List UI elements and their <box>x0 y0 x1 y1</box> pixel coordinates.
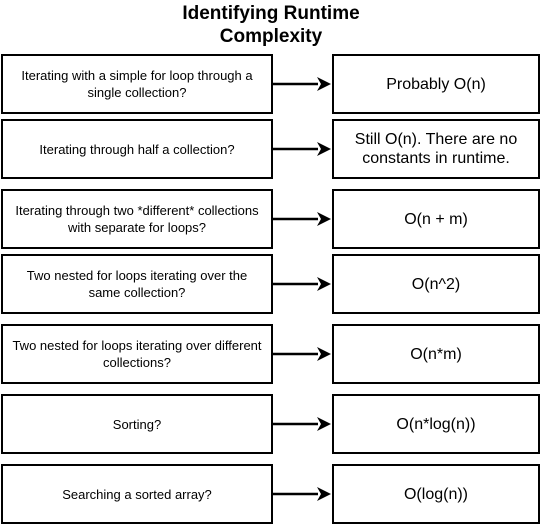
question-box: Two nested for loops iterating over diff… <box>1 324 273 384</box>
row-5: Two nested for loops iterating over diff… <box>0 324 542 384</box>
answer-box: Probably O(n) <box>332 54 540 114</box>
answer-box: O(log(n)) <box>332 464 540 524</box>
arrow-right-icon <box>273 212 331 226</box>
arrow-right-icon <box>273 487 331 501</box>
question-box: Searching a sorted array? <box>1 464 273 524</box>
row-2: Iterating through half a collection? Sti… <box>0 119 542 179</box>
question-box: Iterating through half a collection? <box>1 119 273 179</box>
question-box: Iterating with a simple for loop through… <box>1 54 273 114</box>
answer-box: O(n + m) <box>332 189 540 249</box>
row-7: Searching a sorted array? O(log(n)) <box>0 464 542 524</box>
arrow-right-icon <box>273 347 331 361</box>
answer-box: O(n*log(n)) <box>332 394 540 454</box>
arrow-right-icon <box>273 142 331 156</box>
arrow-right-icon <box>273 77 331 91</box>
arrow-right-icon <box>273 277 331 291</box>
row-3: Iterating through two *different* collec… <box>0 189 542 249</box>
title-line-2: Complexity <box>219 26 323 47</box>
title-line-1: Identifying Runtime <box>182 3 360 24</box>
arrow-right-icon <box>273 417 331 431</box>
row-6: Sorting? O(n*log(n)) <box>0 394 542 454</box>
answer-box: Still O(n). There are no constants in ru… <box>332 119 540 179</box>
diagram-title: Identifying Runtime Complexity <box>0 2 542 48</box>
question-box: Two nested for loops iterating over the … <box>1 254 273 314</box>
question-box: Sorting? <box>1 394 273 454</box>
answer-box: O(n^2) <box>332 254 540 314</box>
row-4: Two nested for loops iterating over the … <box>0 254 542 314</box>
question-box: Iterating through two *different* collec… <box>1 189 273 249</box>
answer-box: O(n*m) <box>332 324 540 384</box>
row-1: Iterating with a simple for loop through… <box>0 54 542 114</box>
